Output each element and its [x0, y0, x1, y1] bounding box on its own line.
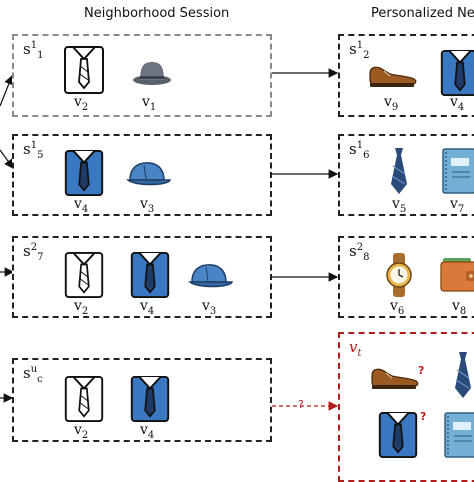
session-box: suc v2 v4 [12, 358, 272, 442]
blue-shirt-tie-icon [440, 50, 474, 96]
brown-shoe-icon [369, 66, 417, 87]
white-shirt-tie-icon [64, 46, 104, 94]
item-label: v1 [142, 94, 157, 113]
blue-cap-icon [188, 264, 234, 288]
wristwatch-icon [386, 253, 412, 297]
neighborhood-session-title: Neighborhood Session [84, 6, 230, 21]
blue-shirt-tie-icon [64, 150, 104, 196]
item-label: v2 [74, 298, 89, 317]
notebook-icon [444, 412, 474, 458]
brown-shoe-icon [371, 368, 419, 389]
item-label: v3 [140, 196, 155, 215]
incoming-arrow [0, 74, 14, 107]
item-label: v9 [384, 94, 399, 113]
item-label: v2 [74, 94, 89, 113]
session-box: s11 v2 v1 [12, 34, 272, 117]
personalized-title: Personalized Ne [371, 6, 474, 21]
item-label: v4 [140, 298, 155, 317]
target-box: vt ? ? [338, 332, 474, 482]
personalized-box: s12 v9 v4 [338, 34, 474, 117]
session-label: s16 [349, 140, 370, 161]
item-label: v6 [390, 298, 405, 317]
item-label: v3 [202, 298, 217, 317]
question-mark: ? [418, 364, 425, 377]
blue-cap-icon [126, 162, 172, 186]
incoming-arrow [0, 149, 14, 169]
wallet-icon [440, 258, 474, 292]
personalized-box: s16 v5 v7 [338, 134, 474, 216]
target-arrow-question: ? [298, 398, 304, 411]
session-label: s27 [23, 242, 44, 263]
necktie-icon [391, 148, 407, 194]
question-mark: ? [420, 410, 427, 423]
session-label: s28 [349, 242, 370, 263]
session-label: s11 [23, 40, 44, 61]
session-box: s27 v2 v4 v3 [12, 236, 272, 318]
white-shirt-tie-icon [64, 252, 104, 298]
blue-shirt-tie-icon [130, 252, 170, 298]
item-label: v4 [140, 422, 155, 441]
fedora-hat-icon [133, 62, 171, 85]
personalized-box: s28 v6 v8 [338, 236, 474, 318]
item-label: v7 [450, 196, 465, 215]
session-label: suc [23, 364, 43, 385]
necktie-icon [455, 352, 471, 398]
blue-shirt-tie-icon [378, 412, 418, 458]
item-label: v5 [392, 196, 407, 215]
notebook-icon [442, 148, 474, 194]
white-shirt-tie-icon [64, 376, 104, 422]
session-label: s12 [349, 40, 370, 61]
item-label: v2 [74, 422, 89, 441]
target-label: vt [349, 338, 362, 359]
session-box: s15 v4 v3 [12, 134, 272, 216]
item-label: v8 [452, 298, 467, 317]
session-label: s15 [23, 140, 44, 161]
item-label: v4 [450, 94, 465, 113]
item-label: v4 [74, 196, 89, 215]
blue-shirt-tie-icon [130, 376, 170, 422]
